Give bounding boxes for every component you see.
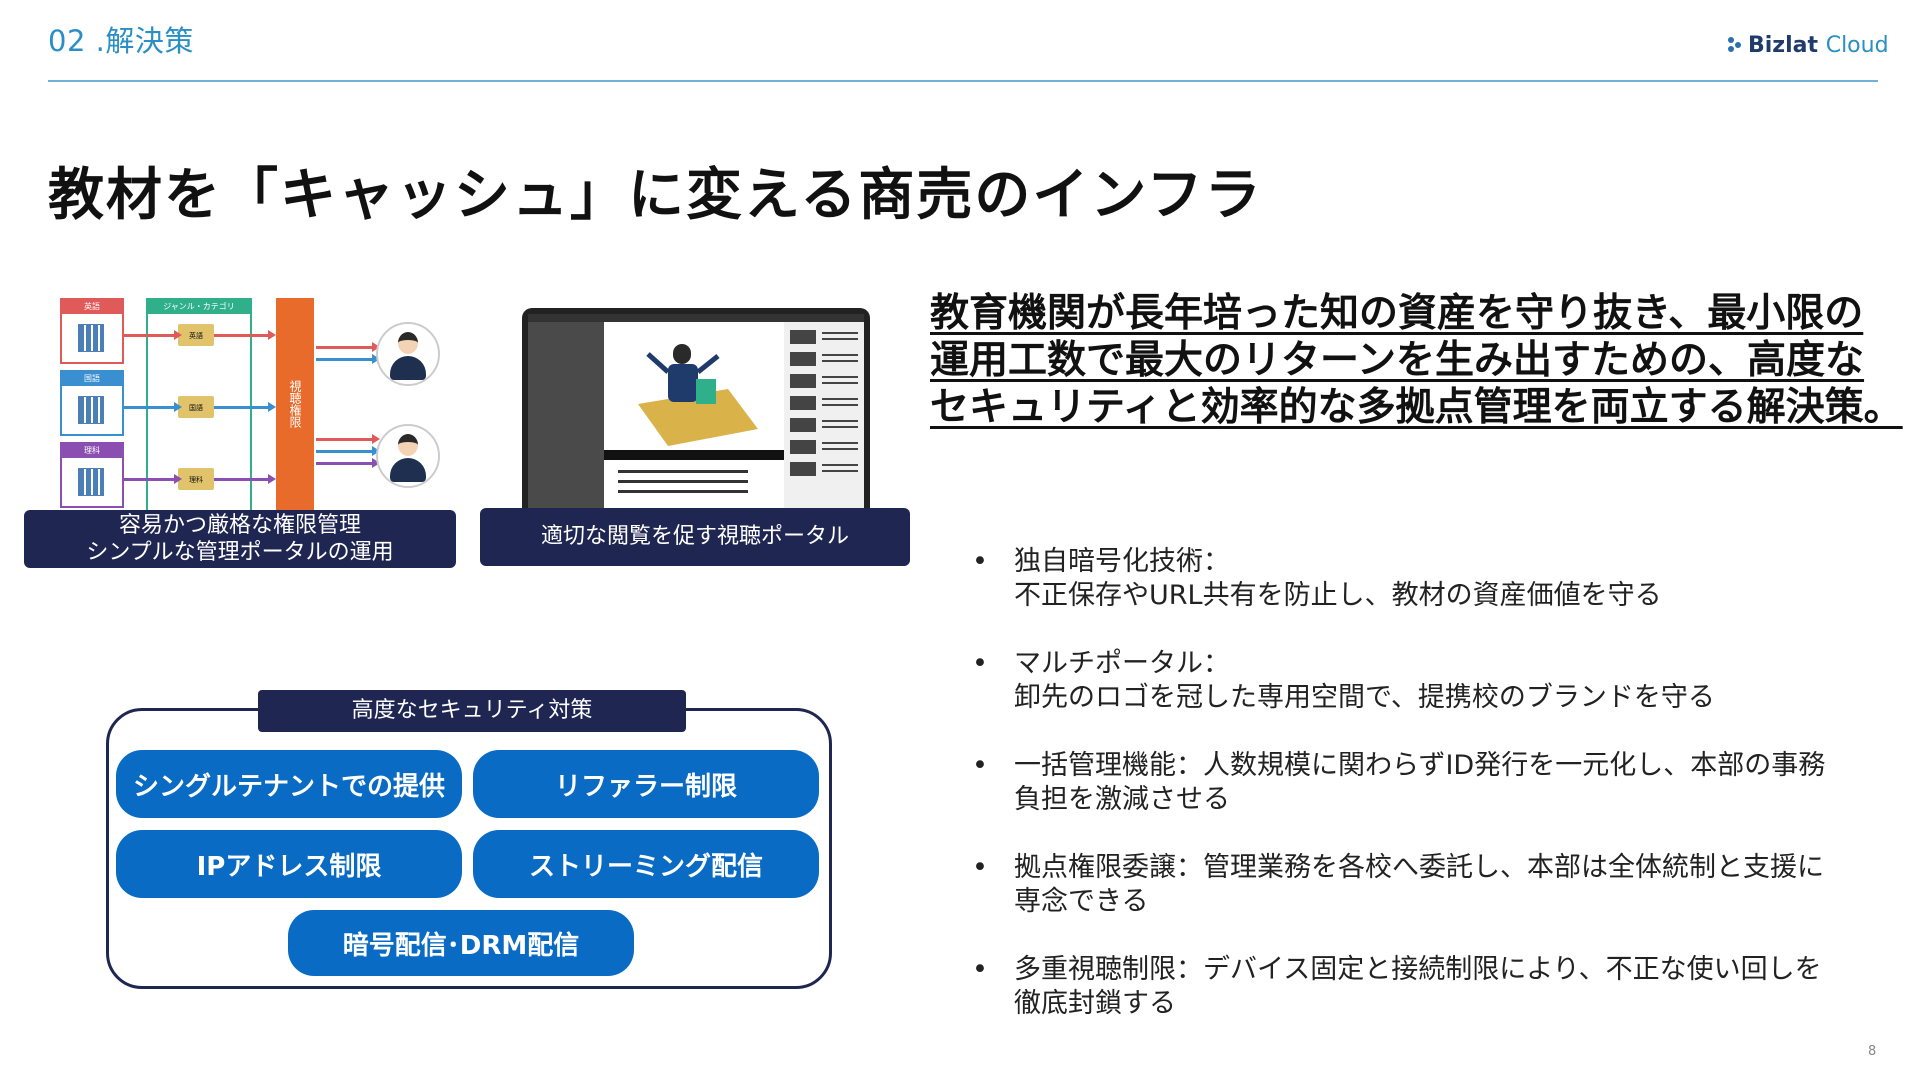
arrow (214, 474, 276, 484)
security-item-streaming: ストリーミング配信 (473, 830, 819, 898)
page-number: 8 (1868, 1044, 1877, 1059)
document-grid-icon (78, 324, 104, 352)
feature-list: 独自暗号化技術：不正保存やURL共有を防止し、教材の資産価値を守る マルチポータ… (972, 545, 1892, 1055)
document-grid-icon (78, 396, 104, 424)
page-title: 教材を「キャッシュ」に変える商売のインフラ (48, 163, 1263, 228)
logo-icon (1728, 35, 1742, 55)
lead-statement: 教育機関が長年培った知の資産を守り抜き、最小限の 運用工数で最大のリターンを生み… (930, 291, 1903, 430)
list-item: マルチポータル：卸先のロゴを冠した専用空間で、提携校のブランドを守る (972, 647, 1892, 715)
permissions-diagram: 英語 国語 理科 ジャンル・カテゴリ 英語 国語 理科 視聴権限 (24, 298, 456, 512)
source-box: 理科 (60, 442, 124, 508)
arrow (316, 458, 380, 468)
logo-text: Bizlat Cloud (1748, 32, 1889, 58)
category-box: ジャンル・カテゴリ 英語 国語 理科 (146, 298, 252, 512)
arrow (316, 446, 380, 456)
arrow (214, 402, 276, 412)
arrow (122, 474, 182, 484)
folder-icon: 英語 (178, 324, 214, 346)
access-permission-gate: 視聴権限 (276, 298, 314, 510)
security-item-referrer: リファラー制限 (473, 750, 819, 818)
document-grid-icon (78, 468, 104, 496)
portal-caption: 適切な閲覧を促す視聴ポータル (480, 508, 910, 566)
arrow (214, 330, 276, 340)
source-box: 国語 (60, 370, 124, 436)
folder-icon: 理科 (178, 468, 214, 490)
male-user-icon (376, 424, 440, 488)
security-item-ip: IPアドレス制限 (116, 830, 462, 898)
section-label: 02 .解決策 (48, 24, 194, 58)
arrow (316, 434, 380, 444)
permissions-caption: 容易かつ厳格な権限管理 シンプルな管理ポータルの運用 (24, 510, 456, 568)
brand-logo: Bizlat Cloud (1728, 30, 1889, 60)
arrow (122, 330, 182, 340)
laptop-screen-illustration (522, 308, 870, 508)
security-title: 高度なセキュリティ対策 (258, 690, 686, 732)
arrow (122, 402, 182, 412)
source-box: 英語 (60, 298, 124, 364)
security-item-single-tenant: シングルテナントでの提供 (116, 750, 462, 818)
video-player-controls (604, 450, 784, 460)
arrow (316, 354, 380, 364)
female-user-icon (376, 322, 440, 386)
list-item: 独自暗号化技術：不正保存やURL共有を防止し、教材の資産価値を守る (972, 545, 1892, 613)
arrow (316, 342, 380, 352)
lecturer-video-icon (638, 344, 758, 446)
security-item-drm: 暗号配信･DRM配信 (288, 910, 634, 976)
header-divider (48, 80, 1878, 82)
folder-icon: 国語 (178, 396, 214, 418)
